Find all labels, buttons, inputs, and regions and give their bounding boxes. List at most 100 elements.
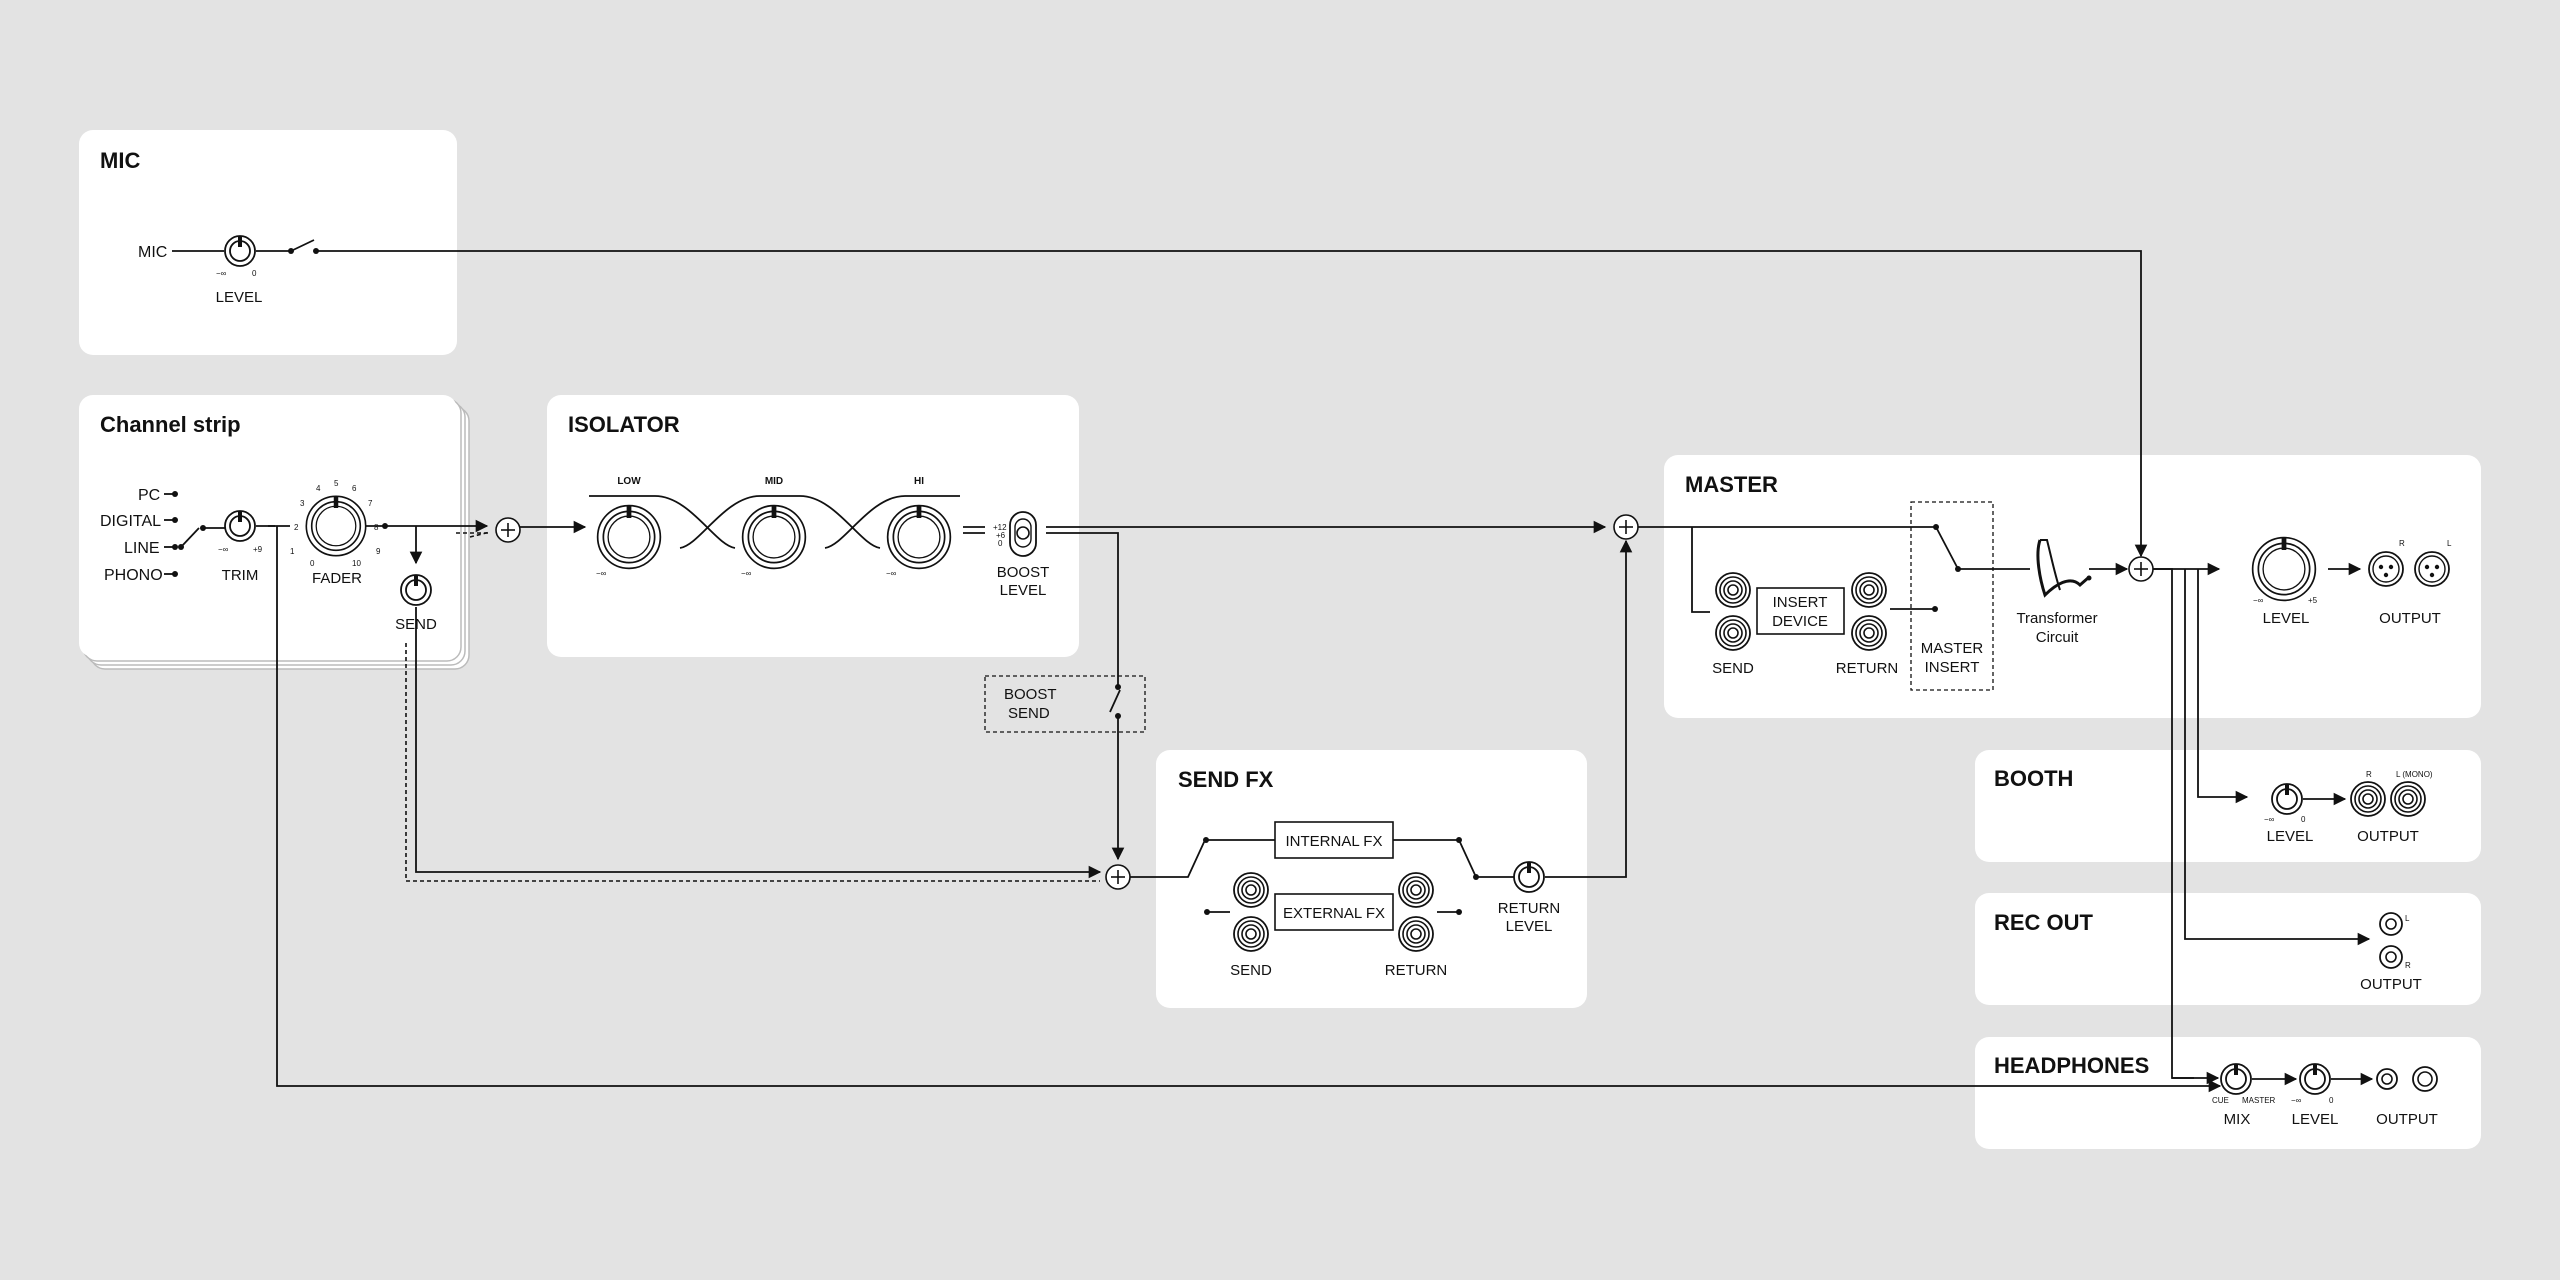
master-sum-node bbox=[1613, 514, 1639, 540]
isolator-band-mid: MID bbox=[765, 476, 783, 487]
booth-level-min: −∞ bbox=[2264, 815, 2275, 824]
input-selector-switch[interactable] bbox=[180, 527, 200, 548]
fx-send-jack-1[interactable] bbox=[1233, 872, 1269, 908]
headphones-output-large-jack[interactable] bbox=[2412, 1066, 2438, 1092]
mic-panel: MIC bbox=[79, 130, 457, 355]
insert-send-jack-1[interactable] bbox=[1715, 572, 1751, 608]
headphones-mix-knob[interactable] bbox=[2219, 1062, 2253, 1096]
mic-scale-max: 0 bbox=[252, 269, 257, 278]
isolator-low-knob[interactable] bbox=[598, 506, 661, 569]
svg-text:1: 1 bbox=[290, 547, 295, 556]
svg-text:10: 10 bbox=[352, 559, 361, 568]
svg-text:3: 3 bbox=[300, 499, 305, 508]
hp-level-min: −∞ bbox=[2291, 1096, 2302, 1105]
headphones-section: CUE MASTER MIX −∞ 0 LEVEL OUTPUT bbox=[2172, 1062, 2438, 1128]
mic-scale-min: −∞ bbox=[216, 269, 227, 278]
low-min: −∞ bbox=[596, 569, 607, 578]
booth-title: BOOTH bbox=[1994, 766, 2073, 791]
mix-master-label: MASTER bbox=[2242, 1096, 2276, 1105]
master-insert-label-2: INSERT bbox=[1925, 659, 1980, 676]
mic-panel-title: MIC bbox=[100, 148, 140, 173]
insert-send-jack-2[interactable] bbox=[1715, 615, 1751, 651]
mic-level-knob[interactable] bbox=[223, 234, 257, 268]
mid-min: −∞ bbox=[741, 569, 752, 578]
rec-jack-l-label: L bbox=[2405, 914, 2410, 923]
boost-send-switch[interactable] bbox=[1109, 689, 1121, 713]
svg-text:9: 9 bbox=[376, 547, 381, 556]
rec-out-jack-l[interactable] bbox=[2379, 912, 2403, 936]
headphones-level-knob[interactable] bbox=[2298, 1062, 2332, 1096]
channel-sum-node bbox=[495, 517, 521, 543]
rec-out-jack-r[interactable] bbox=[2379, 945, 2403, 969]
booth-level-max: 0 bbox=[2301, 815, 2306, 824]
rec-out-output-label: OUTPUT bbox=[2360, 976, 2422, 993]
booth-output-label: OUTPUT bbox=[2357, 828, 2419, 845]
return-level-label-2: LEVEL bbox=[1506, 918, 1553, 935]
input-line-label: LINE bbox=[124, 540, 160, 557]
svg-text:6: 6 bbox=[352, 484, 357, 493]
transformer-label-1: Transformer bbox=[2016, 610, 2097, 627]
booth-section: −∞ 0 LEVEL R L (MONO) OUTPUT bbox=[2264, 770, 2433, 845]
master-insert-block bbox=[1910, 501, 1994, 691]
isolator-section: LOW MID HI −∞ −∞ −∞ +12 +6 0 BOOST LEVEL bbox=[589, 476, 1607, 687]
headphones-title: HEADPHONES bbox=[1994, 1053, 2149, 1078]
transformer-icon bbox=[2036, 539, 2092, 598]
insert-device-label-2: DEVICE bbox=[1772, 613, 1828, 630]
insert-return-label: RETURN bbox=[1836, 660, 1899, 677]
mic-level-label: LEVEL bbox=[216, 289, 263, 306]
boost-scale-0: 0 bbox=[998, 539, 1003, 548]
rec-jack-r-label: R bbox=[2405, 961, 2411, 970]
isolator-panel: ISOLATOR bbox=[547, 395, 1079, 657]
master-output-xlr-r[interactable] bbox=[2368, 551, 2404, 587]
mix-cue-label: CUE bbox=[2212, 1096, 2229, 1105]
rec-out-section: L R OUTPUT bbox=[2360, 912, 2422, 993]
fader-knob[interactable] bbox=[306, 496, 365, 555]
headphones-output-label: OUTPUT bbox=[2376, 1111, 2438, 1128]
svg-text:7: 7 bbox=[368, 499, 373, 508]
mic-switch[interactable] bbox=[290, 239, 315, 252]
booth-output-jack-r[interactable] bbox=[2350, 781, 2386, 817]
mic-input-label: MIC bbox=[138, 244, 167, 261]
transformer-label-2: Circuit bbox=[2036, 629, 2079, 646]
headphones-panel: HEADPHONES bbox=[1975, 1037, 2481, 1149]
return-level-knob[interactable] bbox=[1512, 860, 1546, 894]
master-level-label: LEVEL bbox=[2263, 610, 2310, 627]
booth-out-r: R bbox=[2366, 770, 2372, 779]
fader-scale: 0 1 2 3 4 5 6 7 8 9 10 bbox=[290, 479, 381, 568]
master-insert-switch[interactable] bbox=[1935, 526, 1958, 568]
master-output-xlr-l[interactable] bbox=[2414, 551, 2450, 587]
internal-fx-box[interactable] bbox=[1274, 821, 1394, 859]
trim-max: +9 bbox=[253, 545, 263, 554]
master-insert-label-1: MASTER bbox=[1921, 640, 1984, 657]
master-level-max: +5 bbox=[2308, 596, 2318, 605]
input-pc-label: PC bbox=[138, 487, 160, 504]
send-fx-section: INTERNAL FX EXTERNAL FX SEND RETURN RETU… bbox=[1130, 539, 1633, 979]
boost-send-block: BOOST SEND bbox=[984, 675, 1146, 861]
insert-return-jack-2[interactable] bbox=[1851, 615, 1887, 651]
return-level-label-1: RETURN bbox=[1498, 900, 1561, 917]
insert-device-box[interactable] bbox=[1756, 587, 1845, 635]
boost-level-switch[interactable] bbox=[1009, 511, 1037, 557]
booth-out-l: L (MONO) bbox=[2396, 770, 2433, 779]
external-fx-box[interactable] bbox=[1274, 893, 1394, 931]
boost-send-label-1: BOOST bbox=[1004, 686, 1057, 703]
headphones-output-mini-jack[interactable] bbox=[2376, 1068, 2398, 1090]
internal-fx-label: INTERNAL FX bbox=[1286, 833, 1383, 850]
booth-level-knob[interactable] bbox=[2270, 782, 2304, 816]
insert-return-jack-1[interactable] bbox=[1851, 572, 1887, 608]
fx-send-label: SEND bbox=[1230, 962, 1272, 979]
booth-level-label: LEVEL bbox=[2267, 828, 2314, 845]
input-digital-label: DIGITAL bbox=[100, 513, 161, 530]
fx-return-jack-2[interactable] bbox=[1398, 916, 1434, 952]
fx-return-jack-1[interactable] bbox=[1398, 872, 1434, 908]
booth-output-jack-l[interactable] bbox=[2390, 781, 2426, 817]
output-sum-node bbox=[2128, 556, 2154, 582]
isolator-mid-knob[interactable] bbox=[743, 506, 806, 569]
fx-send-jack-2[interactable] bbox=[1233, 916, 1269, 952]
trim-knob[interactable] bbox=[223, 509, 257, 543]
isolator-hi-knob[interactable] bbox=[888, 506, 951, 569]
boost-send-label-2: SEND bbox=[1008, 705, 1050, 722]
svg-text:0: 0 bbox=[310, 559, 315, 568]
master-level-knob[interactable] bbox=[2253, 538, 2316, 601]
send-knob[interactable] bbox=[399, 573, 433, 607]
